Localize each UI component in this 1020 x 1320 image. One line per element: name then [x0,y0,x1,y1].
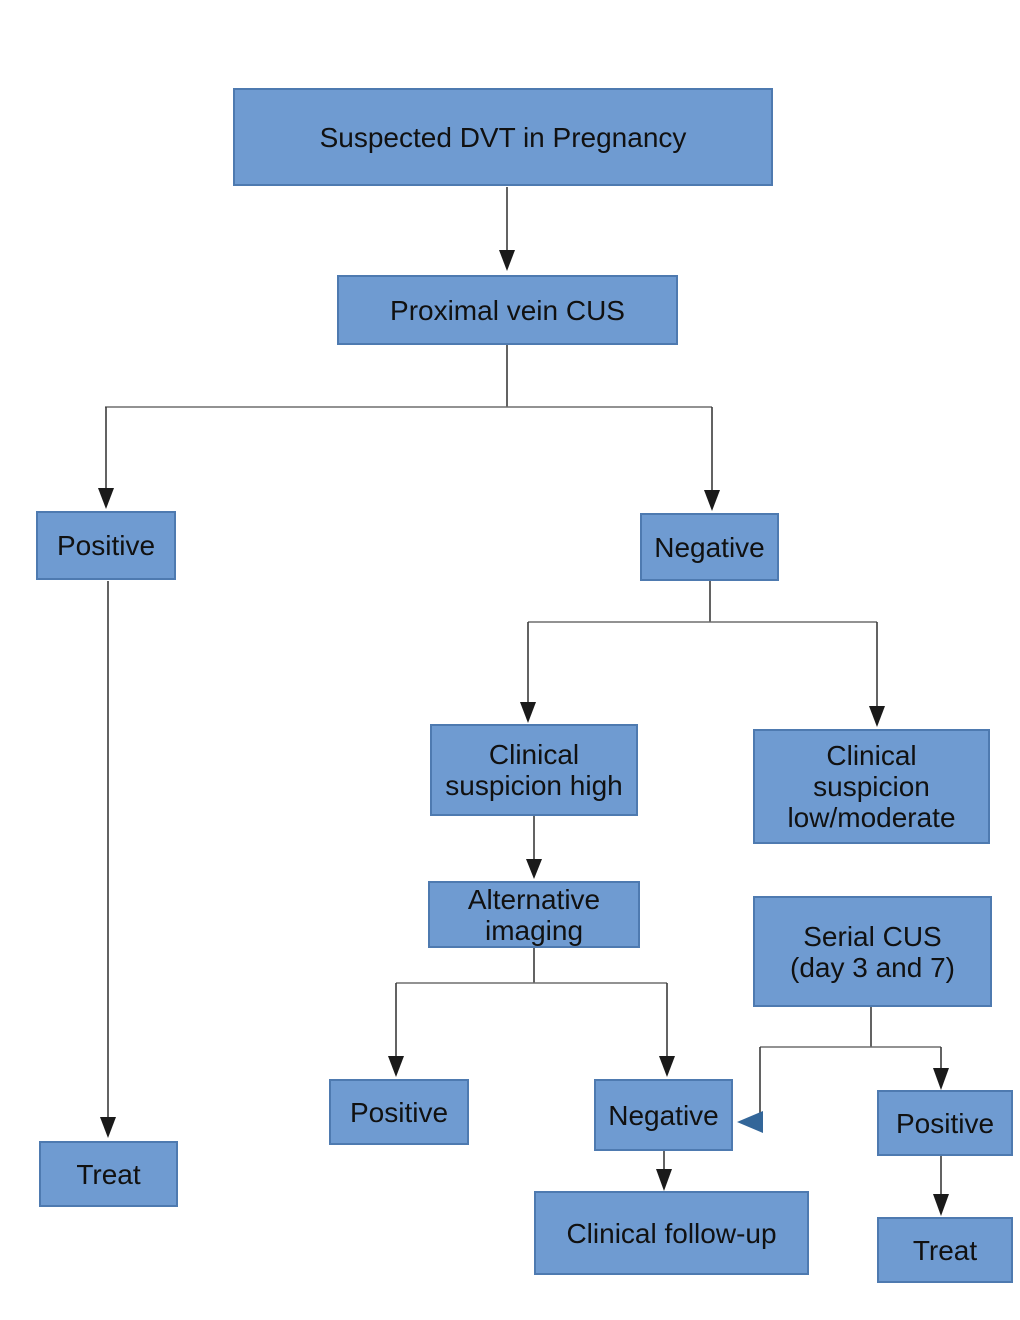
node-clinical-suspicion-high: Clinical suspicion high [430,724,638,816]
node-label: Negative [654,531,765,563]
node-label: (day 3 and 7) [790,951,955,983]
node-positive-proximal: Positive [36,511,176,580]
node-label: Proximal vein CUS [390,294,625,326]
node-label: Clinical follow-up [566,1217,777,1249]
node-label: suspicion high [445,770,623,801]
node-treat-left: Treat [39,1141,178,1207]
node-negative-proximal: Negative [640,513,779,581]
connector-negative-to-followup [656,1151,672,1191]
node-clinical-suspicion-low-moderate: Clinical suspicion low/moderate [753,729,990,844]
node-negative-imaging: Negative [594,1079,733,1151]
node-treat-right: Treat [877,1217,1013,1283]
node-label: Clinical [488,739,580,770]
node-label: Serial CUS [803,920,942,952]
node-label: Suspected DVT in Pregnancy [319,121,687,153]
connector-suspected-to-proximal [499,187,515,271]
connector-proximal-split [98,345,720,511]
node-label: Alternative [467,883,601,915]
node-label: Clinical [826,740,917,771]
node-label: Positive [349,1096,449,1128]
node-label: Negative [608,1099,719,1131]
node-label: Treat [912,1234,978,1266]
connector-serial-split [737,1007,949,1133]
node-proximal-vein-cus: Proximal vein CUS [337,275,678,345]
node-label: low/moderate [787,802,956,833]
connector-imaging-split [388,948,675,1077]
connector-positive-to-treat-right [933,1156,949,1216]
node-label: Treat [76,1158,141,1190]
node-alternative-imaging: Alternative imaging [428,881,640,948]
connector-positive-to-treat-left [100,581,116,1138]
node-label: imaging [484,914,584,946]
node-serial-cus: Serial CUS (day 3 and 7) [753,896,992,1007]
node-suspected-dvt: Suspected DVT in Pregnancy [233,88,773,186]
connector-negative-split [520,581,885,727]
node-clinical-follow-up: Clinical follow-up [534,1191,809,1275]
connector-high-to-imaging [526,816,542,879]
node-positive-imaging: Positive [329,1079,469,1145]
node-label: Positive [895,1107,995,1139]
node-positive-serial: Positive [877,1090,1013,1156]
node-label: suspicion [813,771,930,802]
node-label: Positive [56,530,156,561]
